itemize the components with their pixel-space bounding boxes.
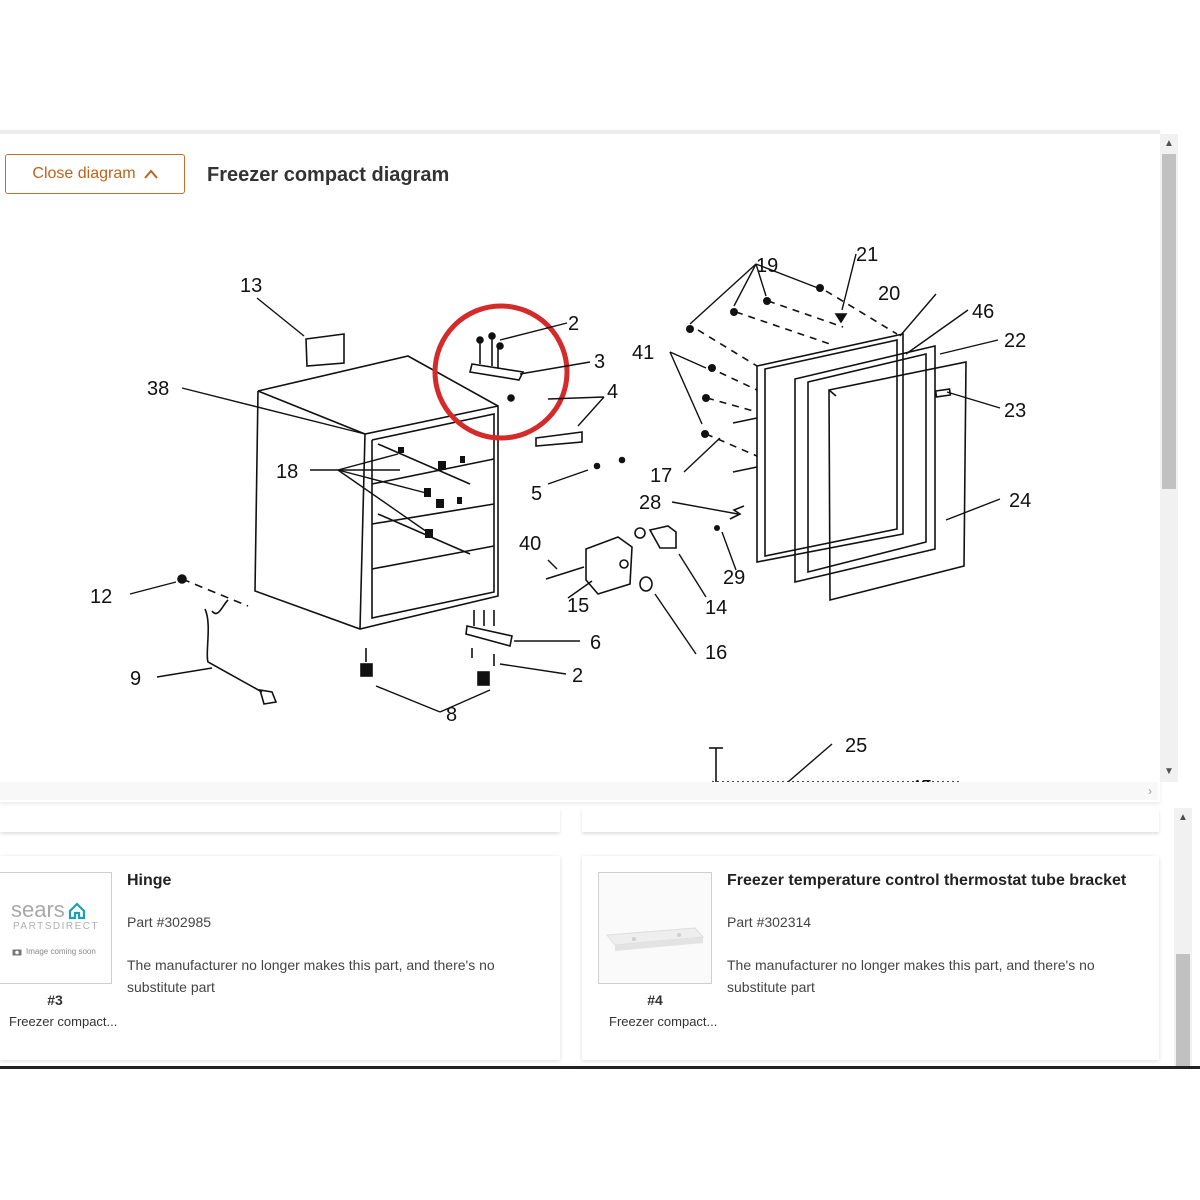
parts-list: sears PARTSDIRECT Image coming soon #3 F… (0, 808, 1172, 1066)
availability-note: The manufacturer no longer makes this pa… (127, 957, 495, 995)
callout-label: 40 (519, 533, 541, 555)
part-image-placeholder[interactable]: sears PARTSDIRECT Image coming soon (0, 872, 112, 984)
diagram-horizontal-scrollbar[interactable]: › (0, 782, 1158, 800)
scroll-thumb[interactable] (1162, 154, 1176, 489)
scroll-up-arrow-icon[interactable]: ▲ (1178, 812, 1188, 823)
callout-label: 15 (567, 595, 589, 617)
diagram-title: Freezer compact diagram (207, 164, 450, 186)
callout-label: 6 (590, 632, 601, 654)
callout-label: 45 (910, 777, 932, 782)
callout-label: 17 (650, 465, 672, 487)
callout-label: 25 (845, 735, 867, 757)
sears-logo: sears (11, 897, 86, 923)
callout-label: 18 (276, 461, 298, 483)
door-assembly-drawing (697, 290, 967, 602)
callout-label: 13 (240, 275, 262, 297)
scroll-down-arrow-icon[interactable]: ▼ (1164, 766, 1174, 777)
callout-label: 5 (531, 483, 542, 505)
bracket-photo (599, 873, 711, 983)
callout-label: 2 (568, 313, 579, 335)
house-icon (68, 902, 85, 920)
hinge-drawing (469, 332, 525, 402)
callout-numbers: 13 38 18 12 9 2 3 4 5 40 15 14 16 6 2 8 … (90, 244, 1031, 782)
parts-diagram[interactable]: 13 38 18 12 9 2 3 4 5 40 15 14 16 6 2 8 … (0, 214, 1158, 782)
divider (0, 1066, 1200, 1069)
availability-note: The manufacturer no longer makes this pa… (727, 957, 1095, 995)
callout-label: 19 (756, 255, 778, 277)
callout-label: 46 (972, 301, 994, 323)
callout-label: 9 (130, 668, 141, 690)
part-name[interactable]: Freezer temperature control thermostat t… (727, 872, 1127, 889)
cabinet-drawing (254, 355, 499, 630)
diagram-position: #3 (47, 992, 63, 1008)
callout-label: 38 (147, 378, 169, 400)
callout-label: 22 (1004, 330, 1026, 352)
callout-label: 41 (632, 342, 654, 364)
image-coming-soon: Image coming soon (12, 947, 96, 956)
part-card[interactable]: #4 Freezer compact... Freezer temperatur… (582, 856, 1159, 1060)
diagram-position-desc: Freezer compact... (9, 1014, 118, 1029)
diagram-position: #4 (647, 992, 663, 1008)
exploded-view-drawing: 13 38 18 12 9 2 3 4 5 40 15 14 16 6 2 8 … (90, 244, 1031, 782)
close-diagram-button[interactable]: Close diagram (5, 154, 185, 194)
callout-label: 20 (878, 283, 900, 305)
callout-label: 8 (446, 704, 457, 726)
callout-label: 23 (1004, 400, 1026, 422)
part-image[interactable] (598, 872, 712, 984)
part-number: Part #302985 (127, 914, 212, 930)
callout-label: 16 (705, 642, 727, 664)
callout-label: 37 (238, 779, 260, 782)
list-vertical-scrollbar[interactable]: ▲ (1174, 808, 1192, 1066)
scroll-thumb[interactable] (1176, 954, 1190, 1066)
callout-label: 4 (607, 381, 618, 403)
scroll-right-arrow-icon[interactable]: › (1148, 784, 1152, 798)
callout-label: 24 (1009, 490, 1031, 512)
callout-label: 28 (639, 492, 661, 514)
part-card[interactable]: sears PARTSDIRECT Image coming soon #3 F… (0, 856, 560, 1060)
diagram-vertical-scrollbar[interactable]: ▲ ▼ (1160, 134, 1178, 782)
brand-subtitle: PARTSDIRECT (13, 921, 100, 932)
card-stub (0, 808, 560, 832)
callout-label: 21 (856, 244, 878, 266)
part-number: Part #302314 (727, 914, 812, 930)
callout-label: 3 (594, 351, 605, 373)
highlight-circle (432, 303, 570, 441)
close-diagram-label: Close diagram (32, 165, 136, 182)
chevron-up-icon (143, 169, 158, 179)
diagram-panel: Close diagram Freezer compact diagram (0, 130, 1178, 802)
camera-icon (12, 949, 22, 955)
callout-label: 29 (723, 567, 745, 589)
callout-label: 12 (90, 586, 112, 608)
callout-label: 14 (705, 597, 727, 619)
diagram-position-desc: Freezer compact... (609, 1014, 718, 1029)
card-stub (582, 808, 1159, 832)
part-name[interactable]: Hinge (127, 872, 172, 889)
callout-label: 2 (572, 665, 583, 687)
scroll-up-arrow-icon[interactable]: ▲ (1164, 138, 1174, 149)
